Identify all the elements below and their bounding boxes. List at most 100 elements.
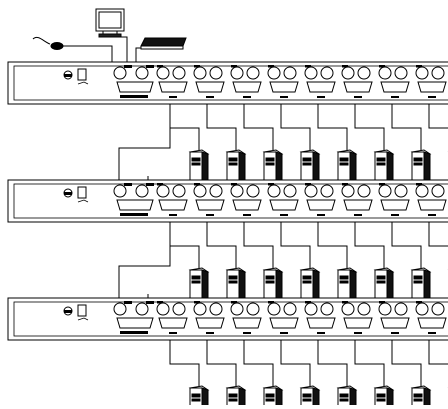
drive-bay [413,280,423,284]
computer-port [156,183,188,216]
switch-units [7,61,448,386]
cable [169,104,200,150]
cable [317,340,348,386]
vga-port [417,81,447,93]
ps2-port [304,184,318,198]
ps2-port [135,184,149,198]
port-tab [416,65,422,68]
drive-bay [339,275,349,280]
drive-bay [265,393,275,398]
computer-tower-icon [299,385,321,409]
drive-bay [191,162,201,166]
tower-front [263,269,277,299]
drive-bay [376,157,386,162]
computer-port [267,301,299,334]
tower-side [423,269,431,299]
vga-port [269,81,299,93]
port-tab [342,183,348,186]
drive-bay [191,280,201,284]
computer-tower-icon [262,385,284,409]
port-label [243,332,251,334]
port-label [317,214,325,216]
port-tab [146,301,154,304]
ps2-port [193,66,207,80]
computer-tower-icon [225,149,247,181]
port-tab [268,301,274,304]
ps2-port [267,66,281,80]
cable [169,340,200,386]
ps2-port [172,184,186,198]
tower-side [312,387,320,409]
drive-bay [339,157,349,162]
ps2-port [341,302,355,316]
port-label [317,96,325,98]
tower-side [386,387,394,409]
ps2-port [230,302,244,316]
computer-port [193,183,225,216]
drive-bay [191,398,201,402]
tower-side [275,387,283,409]
port-tab [194,65,200,68]
vga-port [343,81,373,93]
port-label [206,96,214,98]
port-tab [194,301,200,304]
port-label [428,96,436,98]
port-tab [157,65,163,68]
drive-bay [228,162,238,166]
vga-port [195,199,225,211]
port-tab [416,183,422,186]
port-tab [146,183,154,186]
drive-bay [413,398,423,402]
vga-port [306,81,336,93]
drive-bay [191,393,201,398]
ps2-port [113,184,127,198]
ps2-port [193,302,207,316]
computer-tower-icon [373,385,395,409]
ps2-port [394,184,408,198]
computer-tower-icon [299,149,321,181]
vga-port [343,199,373,211]
port-tab [124,301,132,304]
computer-tower-icon [225,267,247,299]
port-tab [124,65,132,68]
cable [206,222,237,268]
ps2-port [341,184,355,198]
port-label [169,214,177,216]
computer-port [415,301,447,334]
computer-port [378,65,410,98]
console-port-group [113,65,154,98]
cascade-cable [118,104,171,180]
drive-bay [228,280,238,284]
port-label [169,332,177,334]
drive-bay [265,280,275,284]
vga-port [158,317,188,329]
tower-side [275,269,283,299]
port-label [354,332,362,334]
ps2-port [156,66,170,80]
ps2-port [172,66,186,80]
vga-port [232,199,262,211]
computer-port [415,65,447,98]
ps2-port [113,66,127,80]
computer-tower-icon [410,385,432,409]
ps2-port [209,66,223,80]
ps2-port [415,66,429,80]
cable [243,340,274,386]
tower-side [386,151,394,181]
drive-bay [228,398,238,402]
ps2-port [415,302,429,316]
drive-bay [191,157,201,162]
port-tab [305,183,311,186]
computer-tower-icon [299,267,321,299]
ps2-port [431,66,445,80]
vga-port [380,199,410,211]
cable [243,222,274,268]
tower-side [312,269,320,299]
ps2-port [246,184,260,198]
drive-bay [376,280,386,284]
cable [354,104,385,150]
drive-bay [339,398,349,402]
power-label [77,199,89,203]
computer-port [230,65,262,98]
port-tab [231,301,237,304]
